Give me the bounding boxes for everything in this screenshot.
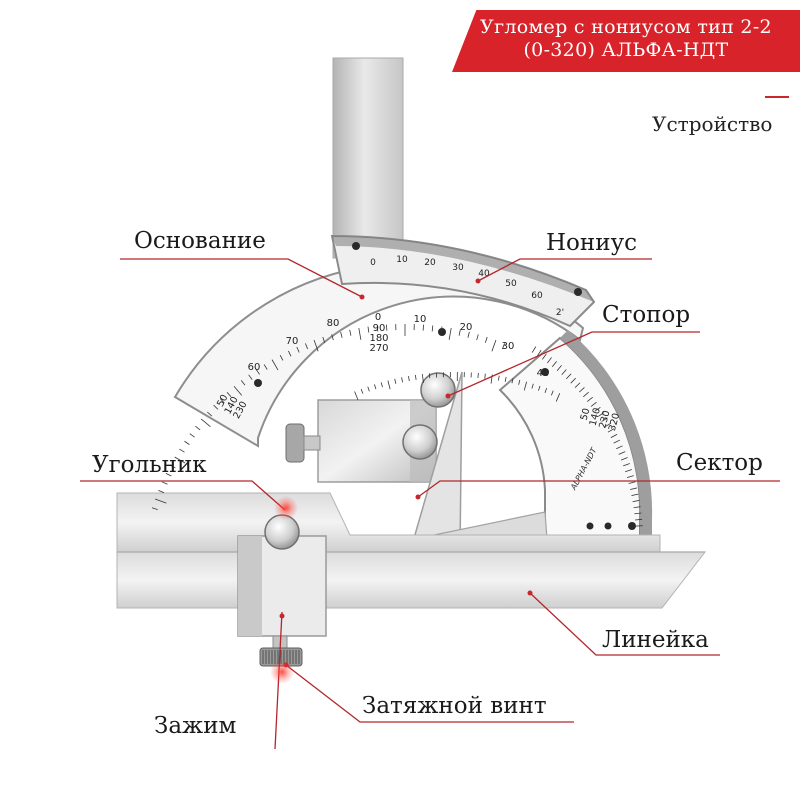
side-knob-stem: [304, 436, 320, 450]
vernier-tick: [374, 384, 376, 389]
vernier-tick: [395, 379, 396, 384]
base-tick: [350, 330, 351, 336]
base-number: 60: [248, 362, 261, 373]
base-tick: [485, 337, 487, 343]
vernier-number: 50: [505, 279, 517, 289]
block-knob: [403, 425, 437, 459]
rivet: [352, 242, 360, 250]
base-tick: [341, 332, 342, 338]
base-tick: [449, 328, 451, 340]
rivet: [574, 288, 582, 296]
vernier-tick: [498, 376, 499, 381]
vernier-number: 2': [556, 308, 564, 318]
base-tick: [477, 334, 479, 340]
base-number: 30: [502, 341, 515, 352]
label-vernier: Нониус: [546, 230, 637, 256]
stopper-knob: [421, 373, 455, 407]
vernier-tick: [408, 376, 409, 381]
vernier-number: 20: [424, 258, 436, 268]
rivet: [605, 523, 612, 530]
base-number: 70: [286, 336, 299, 347]
vernier-number: 0: [370, 258, 376, 268]
vernier-tick: [415, 375, 416, 380]
base-tick: [359, 328, 361, 340]
sector-tick: [532, 347, 536, 353]
section-accent-line: [765, 96, 789, 98]
vernier-tick: [388, 381, 390, 390]
base-tick: [190, 434, 195, 438]
base-tick: [162, 482, 167, 484]
label-clamp-screw: Затяжной винт: [362, 693, 547, 719]
rivet: [628, 522, 636, 530]
base-number: 80: [327, 318, 340, 329]
square-knob: [265, 515, 299, 549]
base-tick: [432, 325, 433, 331]
title-line-2: (0-320) АЛЬФА-НДТ: [452, 39, 800, 62]
rivet: [254, 379, 262, 387]
clamp-shadow: [238, 536, 262, 636]
origin-stack-3: 270: [369, 343, 388, 354]
sector-plate: [500, 338, 640, 540]
base-number: 40: [537, 368, 550, 379]
vernier-number: 10: [396, 255, 408, 265]
label-sector: Сектор: [676, 450, 763, 476]
ruler-lower: [117, 552, 705, 608]
label-stopper: Стопор: [602, 302, 690, 328]
label-ruler: Линейка: [602, 627, 709, 653]
base-number: 10: [414, 314, 427, 325]
base-number: 20: [460, 322, 473, 333]
label-clamp: Зажим: [154, 713, 236, 739]
square-glow: [274, 496, 298, 520]
vernier-tick: [361, 389, 363, 394]
section-label: Устройство: [652, 112, 772, 136]
title-line-1: Угломер с нониусом тип 2-2: [452, 10, 800, 39]
title-banner: Угломер с нониусом тип 2-2 (0-320) АЛЬФА…: [452, 10, 800, 72]
clamp-glow: [270, 660, 294, 684]
vernier-tick: [402, 377, 403, 382]
base-tick: [201, 419, 210, 427]
base-tick: [368, 327, 369, 333]
vernier-number: 60: [531, 291, 543, 301]
base-tick: [195, 426, 200, 430]
label-base: Основание: [134, 228, 266, 254]
vernier-tick: [485, 374, 486, 379]
vernier-tick: [355, 392, 358, 400]
vernier-tick: [381, 382, 382, 387]
base-tick: [184, 441, 189, 444]
origin-stack-0: 0: [375, 312, 381, 323]
base-tick: [158, 490, 164, 492]
vernier-number: 30: [452, 263, 464, 273]
rivet: [587, 523, 594, 530]
base-tick: [492, 340, 496, 351]
vernier-tick: [368, 387, 370, 392]
side-knob: [286, 424, 304, 462]
vernier-tick: [505, 377, 506, 382]
vertical-blade: [333, 58, 403, 258]
label-square: Угольник: [92, 452, 207, 478]
